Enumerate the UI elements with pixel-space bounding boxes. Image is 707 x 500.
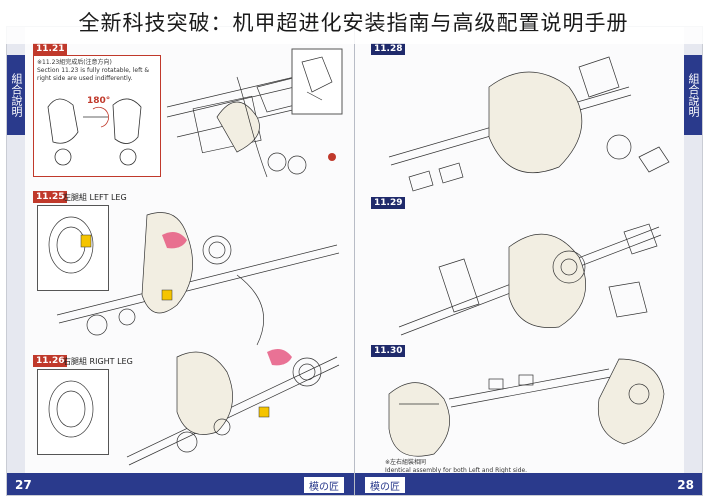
page-title: 全新科技突破：机甲超进化安装指南与高级配置说明手册	[0, 0, 707, 44]
step-label: 11.25	[33, 191, 68, 203]
brand-logo: 模の匠	[304, 477, 344, 493]
left-leg-diagram	[48, 212, 340, 346]
section-title: 右腿組 RIGHT LEG	[63, 357, 133, 366]
right-page: 組合說明 11.28 11.29 11.30	[355, 27, 702, 495]
torso-diagram	[47, 98, 142, 166]
right-side-strip	[684, 27, 702, 495]
page-number: 27	[15, 478, 32, 492]
step-label: 11.26	[33, 355, 68, 367]
left-side-strip	[7, 27, 25, 495]
page-fold	[354, 27, 355, 495]
left-side-tab: 組合說明	[7, 55, 25, 135]
bottom-note: ※左右組裝相同 Identical assembly for both Left…	[385, 459, 528, 474]
right-footer	[355, 473, 702, 495]
step-label: 11.21	[33, 43, 68, 55]
left-footer	[7, 473, 354, 495]
upper-assembly-diagram	[166, 48, 343, 178]
manual-spread: 組合說明 11.21 ※11.23組完成后(注意方向) Section 11.2…	[6, 26, 703, 496]
note-box	[33, 55, 161, 177]
arm-assembly-diagram	[388, 56, 670, 192]
step-caption: ※11.23組完成后(注意方向) Section 11.23 is fully …	[37, 59, 150, 82]
rotation-label: 180°	[87, 96, 111, 106]
right-leg-diagram	[48, 348, 340, 466]
step-label: 11.29	[371, 197, 406, 209]
page-number: 28	[677, 478, 694, 492]
section-title: 左腿組 LEFT LEG	[63, 193, 127, 202]
shoulder-assembly-diagram	[398, 223, 662, 336]
right-side-tab: 組合說明	[684, 55, 702, 135]
left-page: 組合說明 11.21 ※11.23組完成后(注意方向) Section 11.2…	[7, 27, 354, 495]
shield-assembly-diagram	[388, 358, 665, 457]
step-label: 11.28	[371, 43, 406, 55]
brand-logo: 模の匠	[365, 477, 405, 493]
step-label: 11.30	[371, 345, 406, 357]
